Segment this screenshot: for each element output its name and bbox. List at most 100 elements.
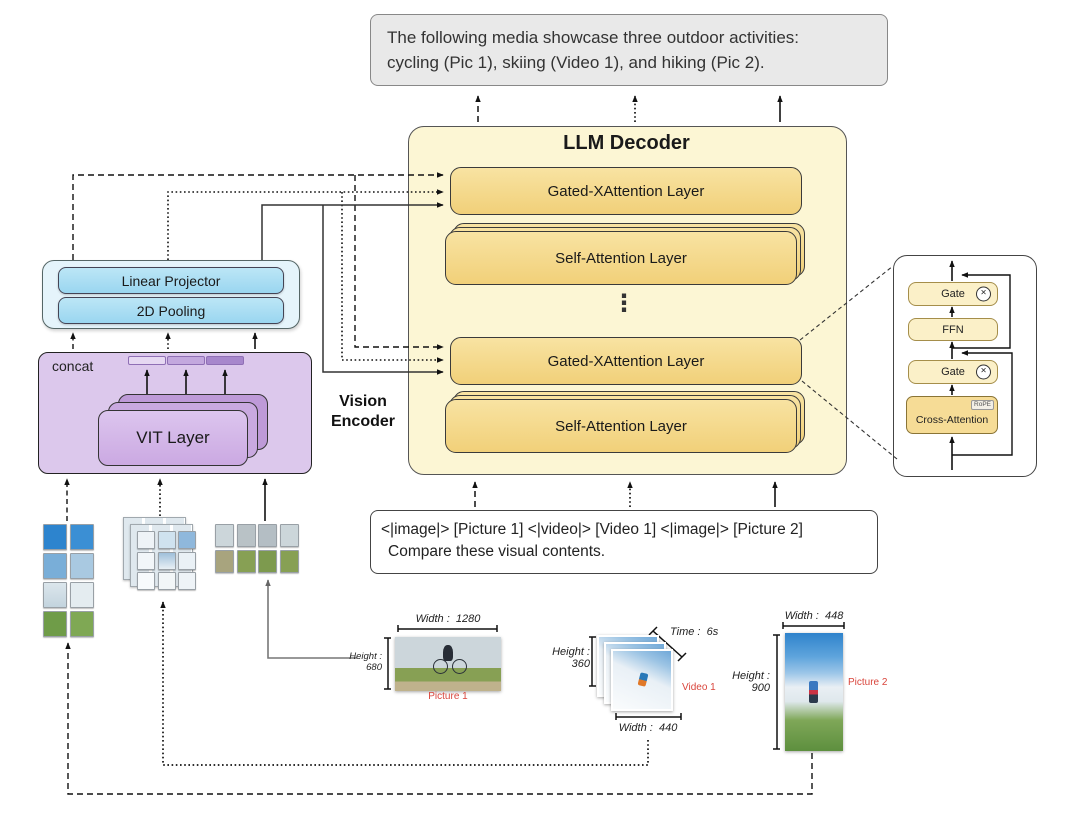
image-patch — [279, 524, 299, 547]
bike-wheel — [452, 659, 467, 674]
width-key: Width : — [618, 722, 653, 734]
image-patch — [236, 524, 256, 547]
picture2-caption: Picture 2 — [848, 677, 888, 688]
ffn-label: FFN — [942, 323, 964, 336]
time-key: Time : — [670, 626, 701, 638]
prompt-line-1: <|image|> [Picture 1] <|video|> [Video 1… — [381, 521, 803, 538]
video1-width-label: Width : 440 — [613, 722, 683, 734]
time-value: 6s — [706, 626, 719, 638]
video-patch — [137, 531, 155, 549]
video1-time-label: Time : 6s — [670, 626, 718, 638]
output-line-2: cycling (Pic 1), skiing (Video 1), and h… — [387, 52, 765, 72]
concat-token-1 — [128, 356, 166, 365]
height-value: 900 — [751, 682, 770, 694]
concat-token-3 — [206, 356, 244, 365]
image-patch — [70, 611, 94, 637]
2d-pooling-label: 2D Pooling — [136, 302, 206, 319]
linear-projector-block: Linear Projector — [58, 267, 284, 294]
image-patch — [43, 582, 67, 608]
self-attention-layer-bottom-label: Self-Attention Layer — [555, 417, 687, 435]
vit-layer-block: VIT Layer — [98, 410, 248, 466]
decoder-ellipsis: ⋮ — [612, 290, 636, 317]
image-patch — [43, 524, 67, 550]
cross-attention-label: Cross-Attention — [915, 414, 989, 426]
video-patch — [178, 551, 196, 570]
multiply-gate-icon: × — [976, 286, 991, 302]
prompt-text-box: <|image|> [Picture 1] <|video|> [Video 1… — [370, 510, 878, 574]
video-patch — [157, 531, 176, 549]
gated-xattention-layer-bottom: Gated-XAttention Layer — [450, 337, 802, 385]
concat-label: concat — [52, 358, 94, 374]
output-text-box: The following media showcase three outdo… — [370, 14, 888, 86]
picture1-width-label: Width : 1280 — [398, 613, 498, 625]
gate-top-label: Gate — [941, 288, 965, 300]
gate-block-bottom: Gate × — [908, 360, 998, 384]
video-patch-grid-front — [137, 531, 196, 590]
image-patch — [70, 553, 94, 579]
width-value: 440 — [658, 722, 678, 734]
gate-bottom-label: Gate — [941, 366, 965, 378]
bike-wheel — [433, 659, 448, 674]
video1-frame-front — [611, 649, 673, 711]
llm-decoder-title: LLM Decoder — [563, 132, 690, 154]
image-patch — [43, 611, 67, 637]
video-patch — [178, 572, 196, 590]
picture2-photo — [785, 633, 843, 751]
picture2-height-label: Height : 900 — [732, 670, 770, 694]
cross-attention-block: Cross-Attention RoPE — [906, 396, 998, 434]
concat-token-2 — [167, 356, 205, 365]
image-patch — [279, 549, 299, 573]
height-key: Height : — [552, 646, 590, 658]
cycling-patch-grid — [215, 524, 299, 573]
video-patch — [178, 531, 196, 549]
rope-badge: RoPE — [971, 400, 994, 410]
image-patch — [43, 553, 67, 579]
self-attention-layer-top: Self-Attention Layer — [445, 231, 797, 285]
image-patch — [215, 524, 234, 547]
gate-block-top: Gate × — [908, 282, 998, 306]
width-value: 1280 — [455, 613, 481, 625]
picture1-height-label: Height : 680 — [342, 651, 382, 673]
cyclist-figure — [443, 645, 453, 661]
vision-encoder-label-line1: Vision — [339, 393, 387, 410]
image-patch — [258, 524, 277, 547]
skier-figure — [637, 672, 649, 687]
gated-xattention-layer-bottom-label: Gated-XAttention Layer — [547, 352, 705, 370]
image-patch — [215, 549, 234, 573]
picture1-photo — [395, 637, 501, 691]
linear-projector-label: Linear Projector — [121, 272, 221, 289]
image-patch — [258, 549, 277, 573]
height-value: 360 — [571, 658, 590, 670]
2d-pooling-block: 2D Pooling — [58, 297, 284, 324]
hiker-figure — [809, 681, 818, 703]
height-value: 680 — [366, 662, 382, 673]
ffn-block: FFN — [908, 318, 998, 341]
self-attention-layer-top-label: Self-Attention Layer — [555, 249, 687, 267]
video-patch — [157, 551, 176, 570]
video1-height-label: Height : 360 — [552, 646, 590, 670]
picture1-caption: Picture 1 — [428, 691, 468, 702]
picture2-width-label: Width : 448 — [783, 610, 845, 622]
self-attention-layer-bottom: Self-Attention Layer — [445, 399, 797, 453]
output-line-1: The following media showcase three outdo… — [387, 28, 799, 47]
image-patch — [70, 524, 94, 550]
width-key: Width : — [784, 610, 819, 622]
hiking-patch-grid — [43, 524, 94, 637]
vision-encoder-label-line2: Encoder — [330, 413, 395, 430]
gated-xattention-layer-top: Gated-XAttention Layer — [450, 167, 802, 215]
height-key: Height : — [349, 651, 382, 662]
multiply-gate-icon: × — [976, 364, 991, 380]
video1-caption: Video 1 — [682, 682, 716, 693]
width-key: Width : — [415, 613, 450, 625]
vision-encoder-label: Vision Encoder — [318, 392, 408, 432]
width-value: 448 — [824, 610, 844, 622]
video-patch — [157, 572, 176, 590]
image-patch — [70, 582, 94, 608]
video-patch — [137, 551, 155, 570]
video-patch — [137, 572, 155, 590]
prompt-line-2: Compare these visual contents. — [388, 543, 606, 561]
image-patch — [236, 549, 256, 573]
gated-xattention-layer-top-label: Gated-XAttention Layer — [547, 182, 705, 200]
